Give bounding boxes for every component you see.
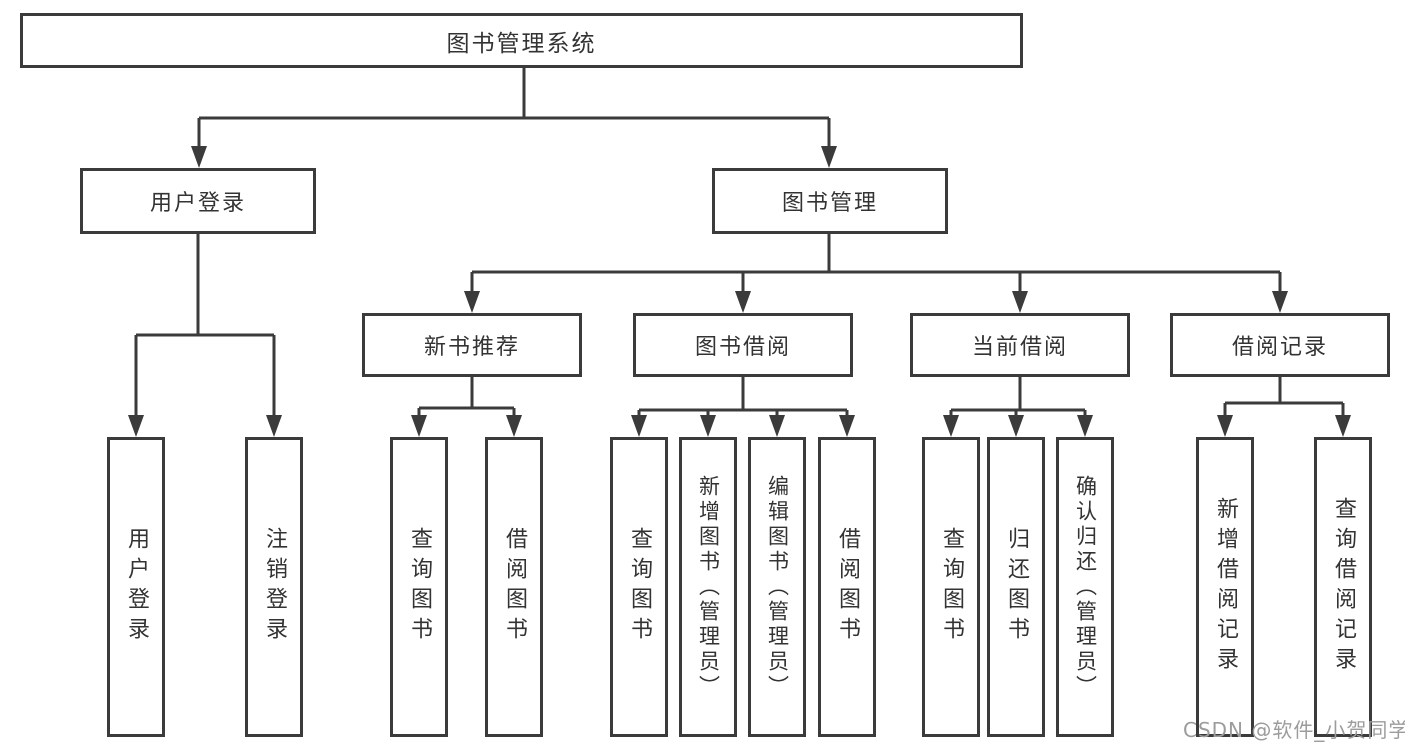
leaf-user-login-label: 用户登录: [124, 527, 149, 647]
leaf-confirm-return-admin: 确认归还（管理员）: [1056, 437, 1114, 737]
leaf-borrow-book: 借阅图书: [818, 437, 876, 737]
node-root-label: 图书管理系统: [446, 30, 597, 57]
leaf-return-book-label: 归还图书: [1004, 527, 1029, 647]
connector-new-book-to-leaves: [417, 377, 516, 422]
leaf-edit-book-admin-label: 编辑图书（管理员）: [765, 474, 790, 700]
leaf-logout: 注销登录: [245, 437, 303, 737]
node-book-management: 图书管理: [712, 168, 948, 234]
leaf-query-borrow-record: 查询借阅记录: [1314, 437, 1372, 737]
leaf-query-borrow-record-label: 查询借阅记录: [1331, 497, 1356, 677]
node-borrow-records-label: 借阅记录: [1231, 335, 1328, 360]
arrowheads: [128, 146, 1351, 437]
leaf-query-book-current: 查询图书: [922, 437, 980, 737]
node-root: 图书管理系统: [20, 13, 1023, 68]
leaf-confirm-return-admin-label: 确认归还（管理员）: [1073, 474, 1098, 700]
leaf-add-borrow-record-label: 新增借阅记录: [1213, 497, 1238, 677]
leaf-return-book: 归还图书: [987, 437, 1045, 737]
connector-borrow-records-to-leaves: [1223, 377, 1345, 422]
leaf-borrow-book-recommend: 借阅图书: [485, 437, 543, 737]
leaf-query-book-recommend: 查询图书: [390, 437, 448, 737]
node-current-borrow-label: 当前借阅: [971, 335, 1068, 360]
node-new-book-recommend-label: 新书推荐: [423, 335, 520, 360]
node-current-borrow: 当前借阅: [910, 313, 1130, 377]
connector-root-to-level2: [197, 68, 831, 153]
leaf-add-borrow-record: 新增借阅记录: [1196, 437, 1254, 737]
leaf-edit-book-admin: 编辑图书（管理员）: [748, 437, 806, 737]
connector-user-login-to-leaves: [134, 233, 276, 422]
connector-book-mgmt-to-level3: [470, 234, 1282, 298]
node-book-management-label: 图书管理: [781, 191, 878, 216]
node-new-book-recommend: 新书推荐: [362, 313, 582, 377]
leaf-query-book-current-label: 查询图书: [939, 527, 964, 647]
leaf-user-login: 用户登录: [107, 437, 165, 737]
connector-book-borrow-to-leaves: [637, 377, 849, 422]
leaf-borrow-book-recommend-label: 借阅图书: [502, 527, 527, 647]
leaf-add-book-admin-label: 新增图书（管理员）: [696, 474, 721, 700]
leaf-add-book-admin: 新增图书（管理员）: [679, 437, 737, 737]
leaf-query-book-recommend-label: 查询图书: [407, 527, 432, 647]
node-book-borrow-label: 图书借阅: [694, 335, 791, 360]
node-user-login: 用户登录: [80, 168, 316, 234]
node-user-login-label: 用户登录: [149, 191, 246, 216]
node-book-borrow: 图书借阅: [633, 313, 853, 377]
leaf-query-book-borrow: 查询图书: [610, 437, 668, 737]
node-borrow-records: 借阅记录: [1170, 313, 1390, 377]
leaf-query-book-borrow-label: 查询图书: [627, 527, 652, 647]
leaf-logout-label: 注销登录: [262, 527, 287, 647]
leaf-borrow-book-label: 借阅图书: [835, 527, 860, 647]
csdn-watermark: CSDN @软件_小贺同学: [1183, 718, 1405, 742]
